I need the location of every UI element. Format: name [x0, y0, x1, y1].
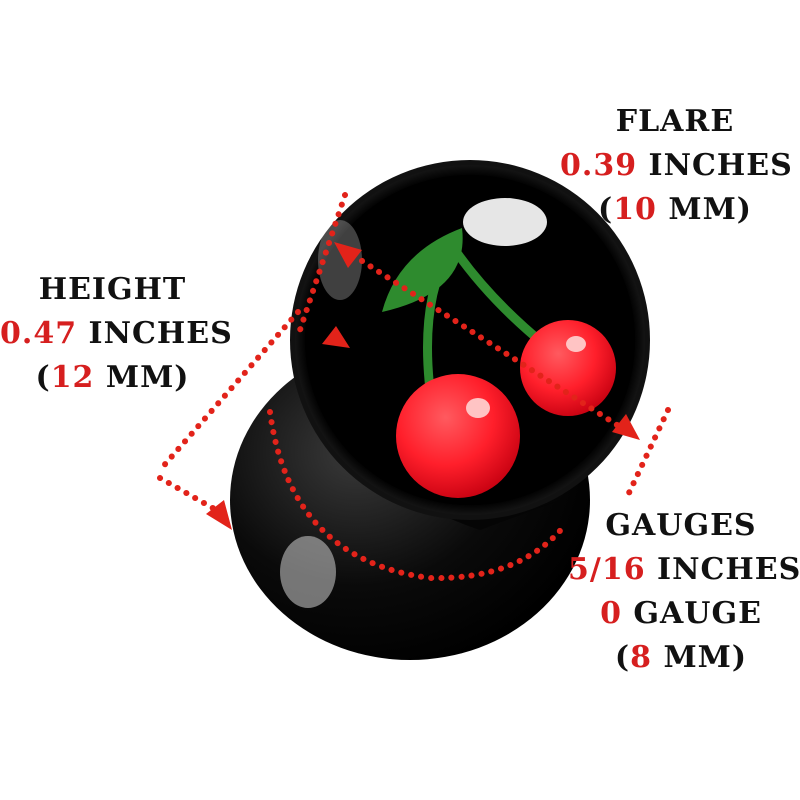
gauges-mm-line: (8 MM) — [568, 636, 794, 680]
plug-front-inner — [305, 175, 635, 505]
gauges-mm-unit: MM) — [663, 640, 748, 675]
height-mm-unit: MM) — [105, 360, 190, 395]
height-mm-line: (12 MM) — [0, 356, 225, 400]
cherry-leaf-icon — [382, 228, 463, 312]
height-title: HEIGHT — [38, 272, 187, 307]
gauges-gauge-line: 0 GAUGE — [568, 592, 794, 636]
gauges-value: 5/16 — [568, 552, 646, 587]
cherry-left — [396, 374, 520, 498]
arrow-height-top-icon — [322, 326, 350, 348]
gauge-measure-arc — [267, 409, 568, 582]
gauges-unit: INCHES — [657, 552, 800, 587]
height-label-block: HEIGHT 0.47 INCHES (12 MM) — [0, 268, 232, 400]
arrow-flare-left-icon — [334, 242, 362, 268]
flare-value: 0.39 — [560, 148, 638, 183]
flare-open-paren: ( — [597, 192, 614, 227]
gauges-title: GAUGES — [605, 508, 757, 543]
gauges-mm-value: 8 — [630, 640, 652, 675]
cherry-right-highlight — [566, 336, 586, 352]
flare-tick-left — [297, 192, 348, 333]
gauges-gauge-unit: GAUGE — [633, 596, 762, 631]
flare-mm-unit: MM) — [668, 192, 753, 227]
gauges-gauge-value: 0 — [600, 596, 622, 631]
height-value: 0.47 — [0, 316, 78, 351]
flare-mm-line: (10 MM) — [560, 188, 790, 232]
flare-measure-line — [342, 247, 631, 435]
face-gloss-highlight — [463, 198, 547, 246]
height-unit: INCHES — [88, 316, 233, 351]
flare-tick-right — [625, 407, 671, 498]
flare-unit: INCHES — [648, 148, 793, 183]
height-inches-line: 0.47 INCHES — [0, 312, 232, 356]
cherry-right — [520, 320, 616, 416]
flare-inches-line: 0.39 INCHES — [560, 144, 793, 188]
flare-label-block: FLARE 0.39 INCHES (10 MM) — [560, 100, 793, 232]
cherry-stem-right — [450, 245, 550, 350]
gauges-label-block: GAUGES 5/16 INCHES 0 GAUGE (8 MM) — [568, 504, 800, 680]
flare-mm-value: 10 — [613, 192, 657, 227]
arrow-flare-right-icon — [612, 414, 640, 440]
cherry-left-highlight — [466, 398, 490, 418]
height-open-paren: ( — [35, 360, 51, 395]
gauges-open-paren: ( — [614, 640, 631, 675]
arrow-height-bottom-icon — [206, 500, 232, 530]
height-mm-value: 12 — [50, 360, 95, 395]
gauges-inches-line: 5/16 INCHES — [568, 548, 800, 592]
flare-title: FLARE — [615, 104, 735, 139]
back-highlight — [280, 536, 336, 608]
